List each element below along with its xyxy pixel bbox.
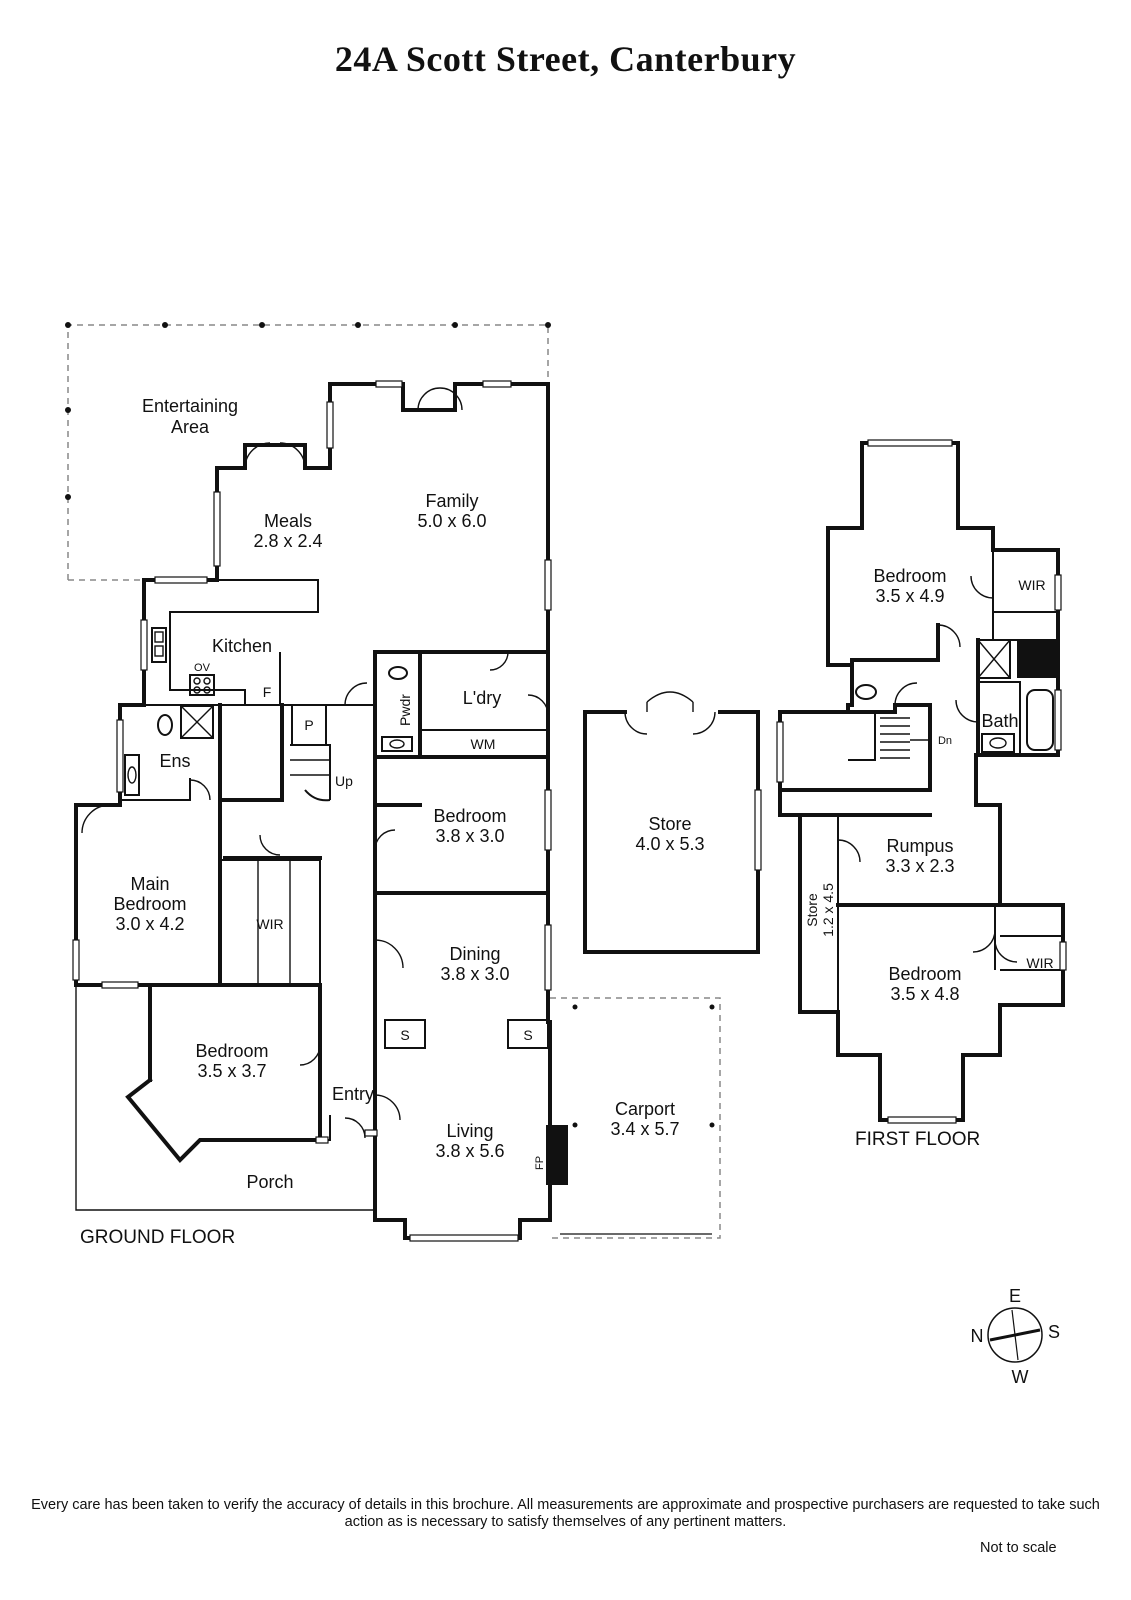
label-pantry: P (304, 717, 313, 733)
label-bedroom-a: Bedroom (433, 806, 506, 826)
label-bedroom-b-size: 3.5 x 3.7 (197, 1061, 266, 1081)
label-wir: WIR (256, 916, 283, 932)
compass-north: N (971, 1326, 984, 1346)
label-bedroom-a-size: 3.8 x 3.0 (435, 826, 504, 846)
label-living: Living (446, 1121, 493, 1141)
label-ff-bedroom-top: Bedroom (873, 566, 946, 586)
compass-east: E (1009, 1286, 1021, 1306)
windows-ground (72, 380, 552, 1242)
fixtures-ground (124, 627, 421, 796)
first-floor-walls (778, 441, 1065, 1122)
label-store: Store (648, 814, 691, 834)
label-ff-bedroom-top-size: 3.5 x 4.9 (875, 586, 944, 606)
label-main-bedroom-2: Bedroom (113, 894, 186, 914)
shelf-left (384, 1019, 426, 1049)
doors-first (837, 575, 1018, 963)
label-laundry: L'dry (463, 688, 501, 708)
label-powder: Pwdr (397, 694, 413, 726)
label-ff-rumpus: Rumpus (886, 836, 953, 856)
label-fireplace: FP (534, 1156, 546, 1170)
label-porch: Porch (246, 1172, 293, 1192)
label-store-size: 4.0 x 5.3 (635, 834, 704, 854)
windows-first (776, 439, 1067, 1124)
label-ff-bath: Bath (981, 711, 1018, 731)
label-dining: Dining (449, 944, 500, 964)
label-ff-store: Store (804, 893, 820, 927)
label-ff-bedroom-bottom: Bedroom (888, 964, 961, 984)
label-shelf-right: S (523, 1027, 532, 1043)
label-entertaining-2: Area (171, 417, 210, 437)
label-meals-size: 2.8 x 2.4 (253, 531, 322, 551)
stairs-down (848, 710, 928, 761)
label-dining-size: 3.8 x 3.0 (440, 964, 509, 984)
disclaimer: Every care has been taken to verify the … (31, 1497, 1100, 1530)
page-title: 24A Scott Street, Canterbury (334, 39, 797, 79)
label-oven: OV (194, 662, 211, 674)
label-main-bedroom: Main (130, 874, 169, 894)
label-fridge: F (263, 684, 272, 700)
label-meals: Meals (264, 511, 312, 531)
separate-store (583, 691, 762, 954)
fireplace (546, 1125, 568, 1185)
label-shelf-left: S (400, 1027, 409, 1043)
doors-ground (81, 387, 549, 1139)
scale-note: Not to scale (980, 1540, 1057, 1556)
label-entry: Entry (332, 1084, 374, 1104)
entertaining-area-outline (65, 322, 551, 581)
label-stairs-up: Up (335, 773, 353, 789)
compass-icon: E N S W (971, 1286, 1061, 1387)
ground-floor-label: GROUND FLOOR (80, 1227, 235, 1248)
label-bedroom-b: Bedroom (195, 1041, 268, 1061)
label-ff-rumpus-size: 3.3 x 2.3 (885, 856, 954, 876)
shelf-right (507, 1019, 549, 1049)
carport-outline (550, 997, 721, 1239)
label-ff-store-size: 1.2 x 4.5 (820, 883, 836, 937)
label-ff-stairs-down: Dn (938, 735, 952, 747)
label-ff-wir-bottom: WIR (1026, 955, 1053, 971)
label-washing-machine: WM (471, 736, 496, 752)
label-ff-bedroom-bottom-size: 3.5 x 4.8 (890, 984, 959, 1004)
label-living-size: 3.8 x 5.6 (435, 1141, 504, 1161)
compass-south: S (1048, 1322, 1060, 1342)
label-main-bedroom-size: 3.0 x 4.2 (115, 914, 184, 934)
label-kitchen: Kitchen (212, 636, 272, 656)
label-family-size: 5.0 x 6.0 (417, 511, 486, 531)
label-carport: Carport (615, 1099, 675, 1119)
label-family: Family (426, 491, 479, 511)
compass-west: W (1012, 1367, 1029, 1387)
label-ff-wir-top: WIR (1018, 577, 1045, 593)
fixtures-first (855, 639, 1057, 753)
stairs-up (290, 744, 331, 802)
label-ensuite: Ens (159, 751, 190, 771)
label-carport-size: 3.4 x 5.7 (610, 1119, 679, 1139)
label-entertaining: Entertaining (142, 396, 238, 416)
first-floor-label: FIRST FLOOR (855, 1129, 980, 1150)
